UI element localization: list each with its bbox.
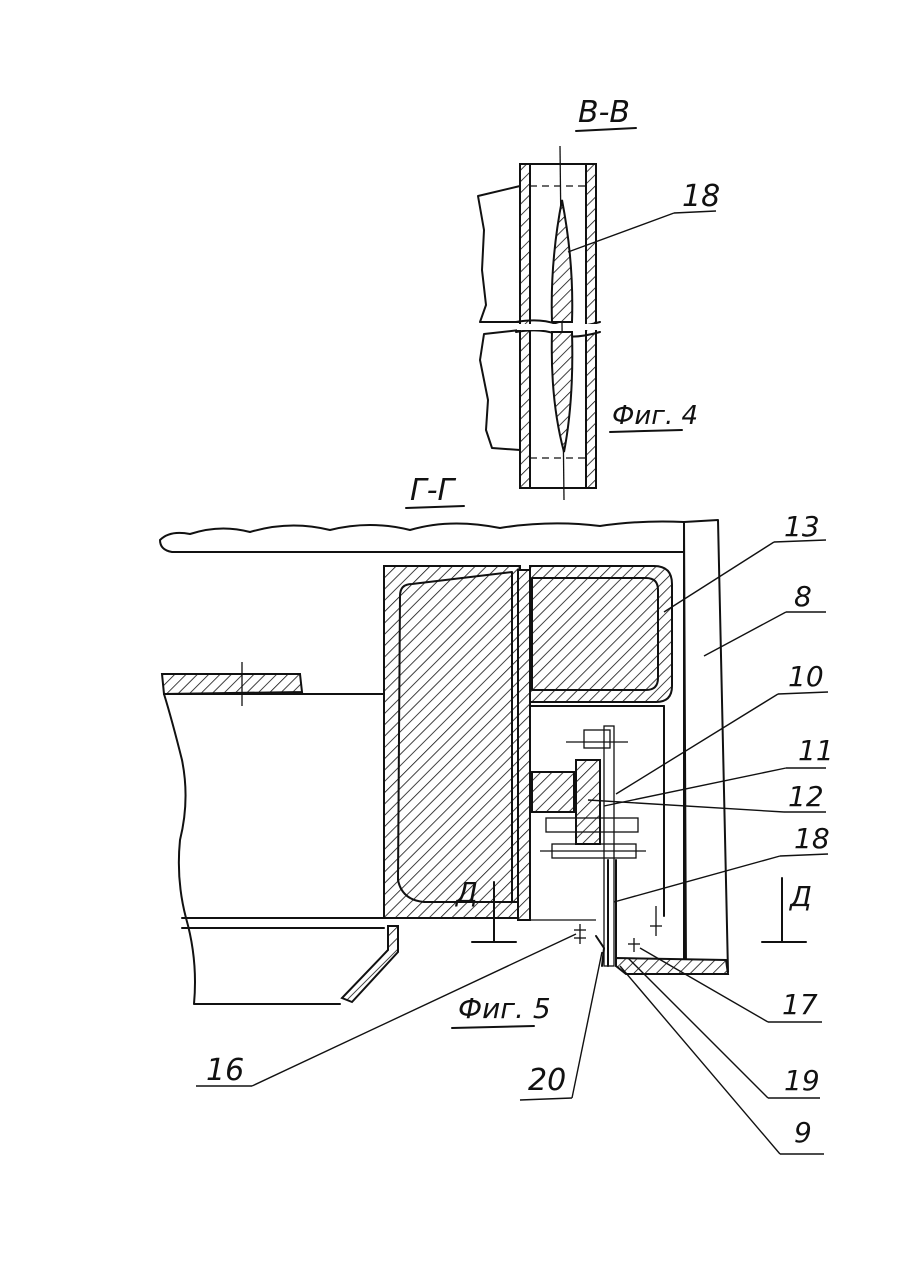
gg-box-13-outer [530, 566, 672, 702]
gg-callout-20-leader [572, 952, 602, 1098]
section-bb: В-В 18 Фиг. 4 [478, 95, 720, 500]
gg-fastener-symbols [574, 906, 662, 966]
bb-break-gap [517, 324, 599, 330]
gg-callout-13: 13 [784, 510, 820, 543]
gg-callout-9: 9 [794, 1116, 812, 1149]
gg-left-flange [162, 674, 302, 694]
gg-box-web [518, 570, 530, 920]
gg-bolt-head-top [584, 730, 610, 748]
gg-callout-11-leader [604, 768, 786, 806]
bb-figure-caption: Фиг. 4 [612, 401, 698, 431]
gg-callout-17: 17 [782, 988, 818, 1021]
gg-callout-12: 12 [788, 780, 824, 813]
gg-callout-9-leader [620, 966, 780, 1154]
gg-callout-11: 11 [798, 734, 834, 767]
gg-callout-18-shelf [780, 854, 828, 856]
gg-left-beam-outline [164, 694, 384, 1004]
gg-top-plate [160, 522, 684, 553]
gg-figure-caption: Фиг. 5 [458, 992, 551, 1025]
gg-callout-8-leader [704, 612, 786, 656]
section-gg: Г-Г [160, 473, 834, 1154]
gg-callout-20: 20 [528, 1063, 566, 1098]
gg-callout-10: 10 [788, 660, 824, 693]
gg-column-8 [684, 520, 728, 972]
bb-left-member-lower [480, 330, 520, 450]
bb-callout-18-leader [568, 213, 674, 252]
gg-callout-10-shelf [778, 692, 828, 694]
section-gg-title: Г-Г [410, 473, 457, 508]
gg-callout-8: 8 [794, 580, 812, 613]
bb-insert-upper [552, 200, 573, 322]
gg-callout-20-shelf [520, 1098, 572, 1100]
gg-callout-16: 16 [206, 1053, 244, 1088]
bb-callout-18: 18 [682, 179, 720, 214]
gg-section-mark-right: Д [788, 880, 812, 913]
gg-callout-18: 18 [794, 822, 830, 855]
bb-left-member-upper [478, 186, 520, 322]
gg-figure-caption-underline [452, 1026, 534, 1028]
gg-section-mark-left: Д [454, 876, 478, 909]
bb-insert-lower [552, 332, 573, 452]
section-bb-title: В-В [578, 95, 630, 130]
gg-callout-10-leader [616, 694, 778, 794]
gg-left-deflector [342, 926, 398, 1002]
gg-callout-18-leader [614, 856, 780, 902]
gg-callout-19-leader [628, 958, 768, 1098]
gg-wedge-block [532, 772, 574, 812]
gg-callout-19: 19 [784, 1064, 820, 1097]
gg-box-section-outer [384, 566, 520, 918]
